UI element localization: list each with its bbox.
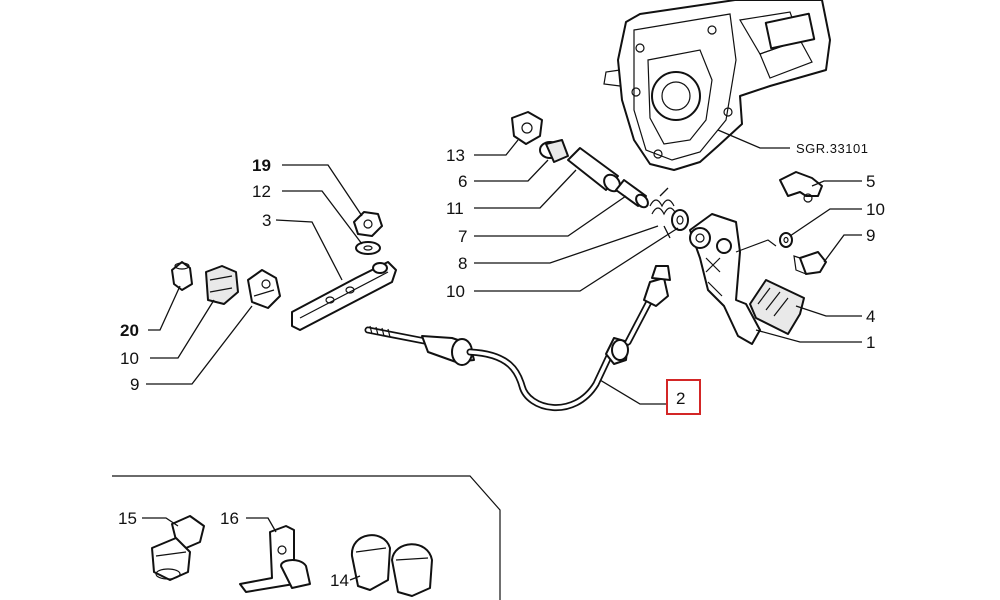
label-10-middle: 10 <box>446 282 465 301</box>
highlight-box-2 <box>666 379 701 415</box>
part-7-pin <box>615 179 649 209</box>
part-14-double-clip <box>350 534 433 597</box>
part-4-pedal-pad <box>749 279 805 335</box>
label-1: 1 <box>866 333 875 352</box>
part-19-nut <box>353 211 383 237</box>
label-14: 14 <box>330 571 349 590</box>
part-2-clutch-cable <box>364 265 671 412</box>
part-20-plug <box>171 261 193 291</box>
label-12: 12 <box>252 182 271 201</box>
label-8: 8 <box>458 254 467 273</box>
part-13-bracket <box>511 111 543 145</box>
part-9-bolt-right <box>793 251 827 275</box>
label-11: 11 <box>446 199 464 218</box>
part-labels: 19 12 3 20 10 9 13 6 11 7 8 10 5 10 9 4 … <box>118 146 885 590</box>
part-10-washer-middle <box>671 209 689 231</box>
part-9-mount-left <box>247 269 281 309</box>
label-2: 2 <box>676 389 685 408</box>
label-9-right: 9 <box>866 226 875 245</box>
label-10-right: 10 <box>866 200 885 219</box>
label-13: 13 <box>446 146 465 165</box>
reference-code: SGR.33101 <box>796 141 868 156</box>
part-16-bracket <box>239 525 311 593</box>
label-19: 19 <box>252 156 271 175</box>
label-10-left: 10 <box>120 349 139 368</box>
part-15-socket <box>151 515 205 581</box>
part-10-bushing-left <box>205 265 239 305</box>
part-1-pedal <box>689 213 777 345</box>
label-6: 6 <box>458 172 467 191</box>
bell-housing <box>603 0 831 171</box>
part-3-lever <box>291 261 397 331</box>
leader-lines <box>142 139 862 581</box>
part-5-clip <box>779 171 823 203</box>
label-15: 15 <box>118 509 137 528</box>
part-6-bushing <box>539 139 569 163</box>
label-20: 20 <box>120 321 139 340</box>
label-4: 4 <box>866 307 875 326</box>
label-16: 16 <box>220 509 239 528</box>
label-9-left: 9 <box>130 375 139 394</box>
part-8-spring <box>649 187 677 239</box>
label-7: 7 <box>458 227 467 246</box>
inset-border <box>112 475 501 600</box>
label-5: 5 <box>866 172 875 191</box>
part-10-washer-right <box>779 232 793 248</box>
label-3: 3 <box>262 211 271 230</box>
part-11-shaft <box>567 147 621 193</box>
part-12-washer <box>355 241 381 255</box>
